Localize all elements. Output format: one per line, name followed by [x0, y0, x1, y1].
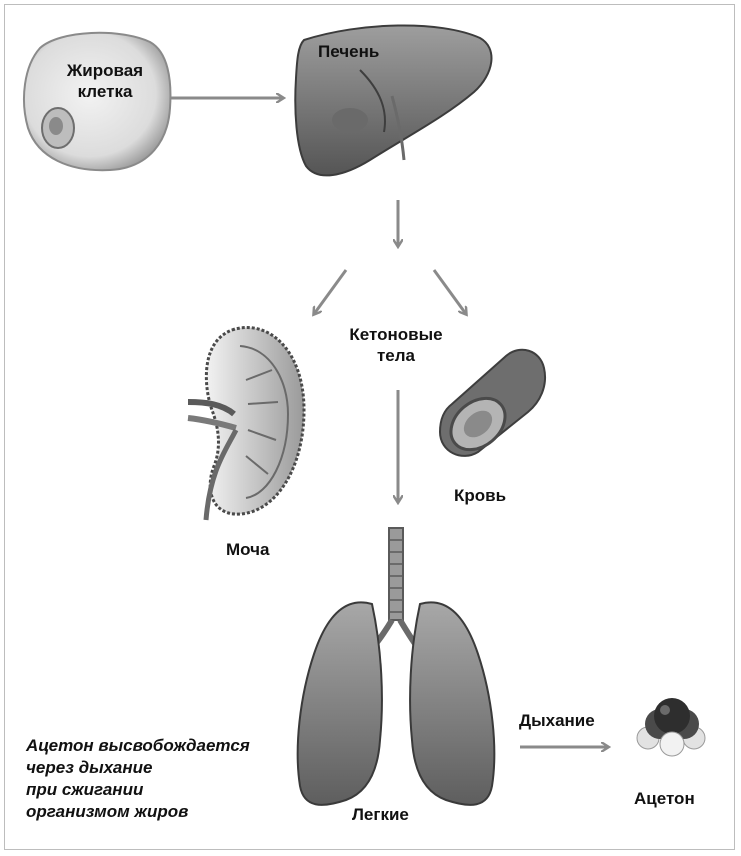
lungs-image: [296, 601, 496, 806]
fat-cell-label-line2: клетка: [77, 82, 133, 101]
acetone-molecule-image: [636, 698, 706, 757]
ketone-label-line1: Кетоновые: [349, 325, 443, 344]
ketone-label-line2: тела: [376, 346, 416, 365]
acetone-label: Ацетон: [634, 789, 695, 808]
kidney-image: [187, 326, 306, 521]
arrow-to-blood: [432, 269, 466, 314]
blood-label: Кровь: [454, 486, 507, 505]
urine-label: Моча: [226, 540, 270, 559]
blood-vessel-image: [438, 348, 546, 457]
acetone-note-line3: при сжигании: [26, 780, 144, 799]
liver-label: Печень: [318, 42, 380, 61]
breathing-label: Дыхание: [519, 711, 595, 730]
acetone-note-line2: через дыхание: [26, 758, 153, 777]
arrow-to-kidney: [314, 269, 348, 314]
fat-cell-image: [23, 31, 172, 172]
lungs-label: Легкие: [352, 805, 409, 824]
acetone-note-line1: Ацетон высвобождается: [26, 736, 250, 755]
fat-cell-label-line1: Жировая: [66, 61, 144, 80]
ketone-bodies-label: Кетоновые тела: [336, 324, 456, 366]
fat-cell-label: Жировая клетка: [55, 60, 155, 102]
acetone-note: Ацетон высвобождается через дыхание при …: [26, 735, 250, 823]
liver-image: [294, 24, 493, 177]
diagram-frame: [4, 4, 735, 850]
acetone-note-line4: организмом жиров: [26, 802, 189, 821]
